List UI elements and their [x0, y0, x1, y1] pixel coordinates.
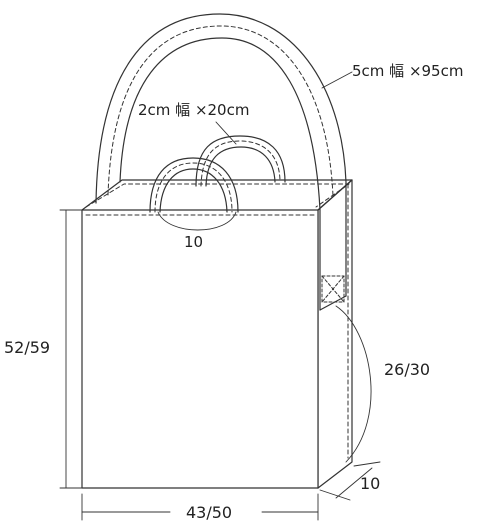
bag-front-panel	[81, 209, 319, 489]
height-dimension	[59, 209, 83, 489]
strap-stitch-box	[319, 275, 347, 311]
depth-label: 10	[360, 474, 380, 493]
strap-attach-label: 26/30	[384, 360, 430, 379]
bag-back-panel	[81, 179, 353, 211]
short-handle-label: 2cm 幅 ×20cm	[138, 101, 249, 119]
handle-gap-label: 10	[184, 233, 203, 251]
front-short-handle	[149, 157, 239, 231]
width-label: 43/50	[186, 503, 232, 522]
depth-dimension	[319, 461, 381, 501]
long-strap-label: 5cm 幅 ×95cm	[352, 62, 463, 80]
strap-attach-arc	[335, 305, 372, 463]
bag-side-gusset	[317, 179, 353, 489]
height-label: 52/59	[4, 338, 50, 357]
width-dimension	[81, 493, 319, 521]
long-strap-leader	[321, 71, 353, 89]
long-strap	[95, 13, 347, 311]
short-handle-leader	[215, 121, 237, 145]
